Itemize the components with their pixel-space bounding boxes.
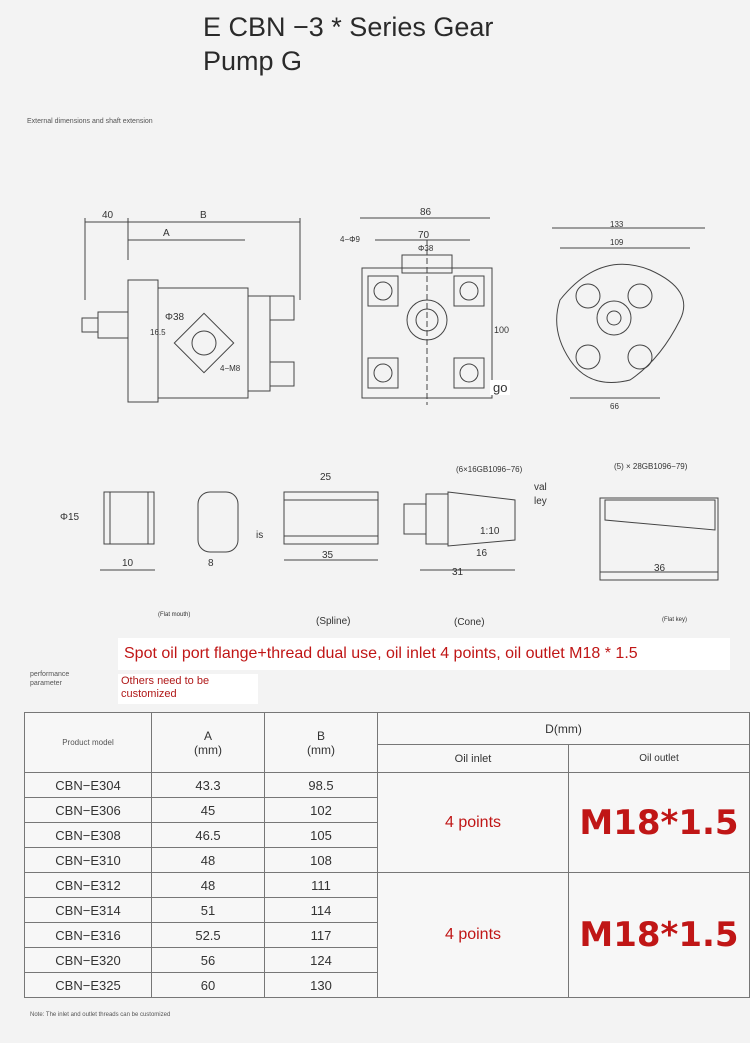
cell-b: 105 <box>264 822 378 848</box>
cell-model: CBN−E314 <box>24 897 152 923</box>
cell-model: CBN−E310 <box>24 847 152 873</box>
dim-label: Φ38 <box>165 312 185 323</box>
cell-b: 111 <box>264 872 378 898</box>
section-label: External dimensions and shaft extension <box>27 118 153 125</box>
cell-a: 60 <box>151 972 265 998</box>
cell-a: 48 <box>151 872 265 898</box>
cell-b: 130 <box>264 972 378 998</box>
technical-drawing <box>81 217 719 581</box>
dim-label: A <box>163 228 170 239</box>
dim-label: ley <box>534 496 547 507</box>
dim-label: 36 <box>654 563 666 574</box>
cell-b: 102 <box>264 797 378 823</box>
caption-spline: (Spline) <box>316 616 351 627</box>
cell-model: CBN−E304 <box>24 772 152 798</box>
dim-label: 25 <box>320 472 332 483</box>
dim-label: val <box>534 482 547 493</box>
inlet-group-2: 4 points <box>377 872 569 998</box>
dim-label: 31 <box>452 567 464 578</box>
dim-label: 35 <box>322 550 334 561</box>
dim-label: 10 <box>122 558 134 569</box>
cell-a: 46.5 <box>151 822 265 848</box>
dim-label: Φ38 <box>418 244 434 253</box>
dim-label: 4−M8 <box>220 364 241 373</box>
cell-b: 124 <box>264 947 378 973</box>
header-outlet: Oil outlet <box>568 744 750 773</box>
dim-label: is <box>256 530 264 541</box>
cell-a: 48 <box>151 847 265 873</box>
cell-model: CBN−E325 <box>24 972 152 998</box>
dim-label: 1:10 <box>480 526 500 537</box>
header-a: A (mm) <box>151 712 265 773</box>
caption-flat-mouth: (Flat mouth) <box>158 612 191 618</box>
cell-a: 51 <box>151 897 265 923</box>
go-label: go <box>490 380 511 395</box>
dim-label: 86 <box>420 207 432 218</box>
header-inlet: Oil inlet <box>377 744 569 773</box>
caption-flat-key: (Flat key) <box>662 617 688 623</box>
cell-a: 43.3 <box>151 772 265 798</box>
inlet-group-1: 4 points <box>377 772 569 873</box>
cell-b: 108 <box>264 847 378 873</box>
dim-label: 16.5 <box>150 328 166 337</box>
spec-table: Product model A (mm) B (mm) D(mm) Oil in… <box>24 712 750 998</box>
shaft-drawings <box>100 491 719 581</box>
cell-model: CBN−E316 <box>24 922 152 948</box>
dim-label: 70 <box>418 230 430 241</box>
header-b: B (mm) <box>264 712 378 773</box>
dim-label: 100 <box>494 325 510 335</box>
header-model: Product model <box>24 712 152 773</box>
footnote: Note: The inlet and outlet threads can b… <box>30 1012 171 1018</box>
performance-label: performance parameter <box>30 671 70 687</box>
outlet-group-2: M18*1.5 <box>568 872 750 998</box>
dim-label: B <box>200 210 207 221</box>
cell-model: CBN−E308 <box>24 822 152 848</box>
dim-label: 16 <box>476 548 488 559</box>
page-title: E CBN −3 * Series Gear Pump G <box>203 12 494 76</box>
cell-a: 45 <box>151 797 265 823</box>
dim-label: 8 <box>208 558 214 569</box>
key-label: (5) × 28GB1096−79) <box>614 462 688 471</box>
right-view <box>552 227 705 399</box>
cell-a: 56 <box>151 947 265 973</box>
header-d: D(mm) <box>377 712 750 745</box>
dim-label: 40 <box>102 210 114 221</box>
dim-label: Φ15 <box>60 512 80 523</box>
cell-model: CBN−E306 <box>24 797 152 823</box>
cell-a: 52.5 <box>151 922 265 948</box>
cell-b: 98.5 <box>264 772 378 798</box>
cell-model: CBN−E312 <box>24 872 152 898</box>
dim-label: 66 <box>610 402 619 411</box>
cell-b: 117 <box>264 922 378 948</box>
dim-label: 4−Φ9 <box>340 235 360 244</box>
caption-cone: (Cone) <box>454 617 485 628</box>
dim-label: 109 <box>610 238 624 247</box>
cell-model: CBN−E320 <box>24 947 152 973</box>
outlet-group-1: M18*1.5 <box>568 772 750 873</box>
oil-port-banner: Spot oil port flange+thread dual use, oi… <box>118 638 730 670</box>
custom-note: Others need to be customized <box>118 674 258 704</box>
key-label: (6×16GB1096−76) <box>456 465 523 474</box>
front-view <box>360 217 493 405</box>
dim-label: 133 <box>610 220 624 229</box>
cell-b: 114 <box>264 897 378 923</box>
side-view <box>81 218 301 403</box>
